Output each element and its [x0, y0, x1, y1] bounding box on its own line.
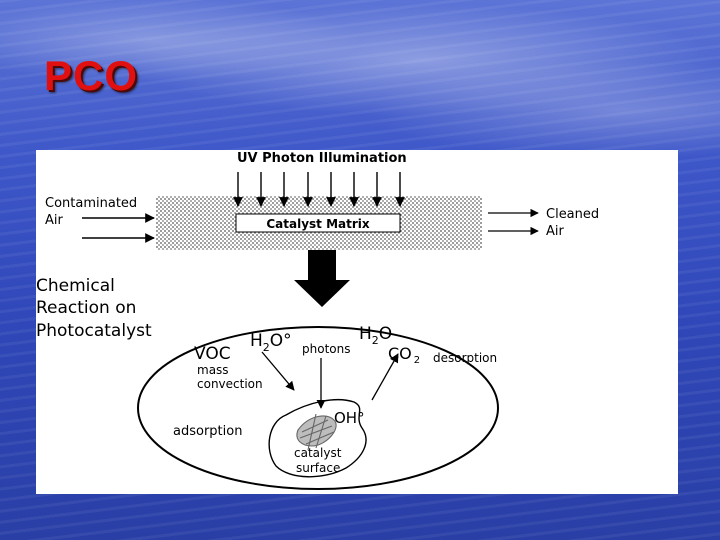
reaction-ellipse	[137, 326, 499, 490]
desorption-label: desorption	[433, 351, 497, 365]
desorption-arrow	[371, 353, 399, 401]
reaction-arrows	[261, 351, 399, 409]
svg-text:H2O: H2O	[359, 324, 392, 347]
catalyst-matrix-box	[235, 213, 401, 233]
catalyst-matrix-label: Catalyst Matrix	[266, 217, 370, 231]
inflow-arrows	[82, 213, 155, 243]
cleaned-air-label-line1: Cleaned	[546, 207, 599, 222]
pco-diagram: UV Photon Illumination Catalyst Matrix C…	[36, 151, 599, 490]
chemical-reaction-label-line3: Photocatalyst	[36, 321, 152, 341]
uv-arrows	[233, 172, 405, 207]
outflow-arrows	[488, 208, 539, 236]
water-radical-label: H2O°	[250, 331, 292, 354]
mass-convection-label-line2: convection	[197, 377, 263, 391]
svg-text:H2O°: H2O°	[250, 331, 292, 354]
big-down-arrow	[294, 250, 350, 307]
water-to-surface-arrow	[261, 351, 295, 391]
cleaned-air-label-line2: Air	[546, 224, 565, 239]
catalyst-surface-label-line1: catalyst	[294, 446, 342, 460]
water-label: H2O	[359, 324, 392, 347]
photons-label: photons	[302, 342, 350, 356]
adsorption-label: adsorption	[173, 424, 242, 439]
catalyst-surface-label-line2: surface	[296, 461, 340, 475]
contaminated-air-label-line2: Air	[45, 213, 64, 228]
hydroxyl-label: OH°	[334, 409, 365, 427]
pco-diagram-panel: UV Photon Illumination Catalyst Matrix C…	[36, 150, 678, 494]
mass-convection-label-line1: mass	[197, 363, 229, 377]
uv-illumination-label: UV Photon Illumination	[237, 151, 407, 166]
contaminated-air-label-line1: Contaminated	[45, 196, 137, 211]
chemical-reaction-label-line2: Reaction on	[36, 298, 136, 318]
catalyst-particle	[296, 413, 337, 451]
voc-label: VOC	[194, 344, 231, 364]
chemical-reaction-label-line1: Chemical	[36, 276, 115, 296]
slide-title: PCO	[44, 52, 139, 99]
